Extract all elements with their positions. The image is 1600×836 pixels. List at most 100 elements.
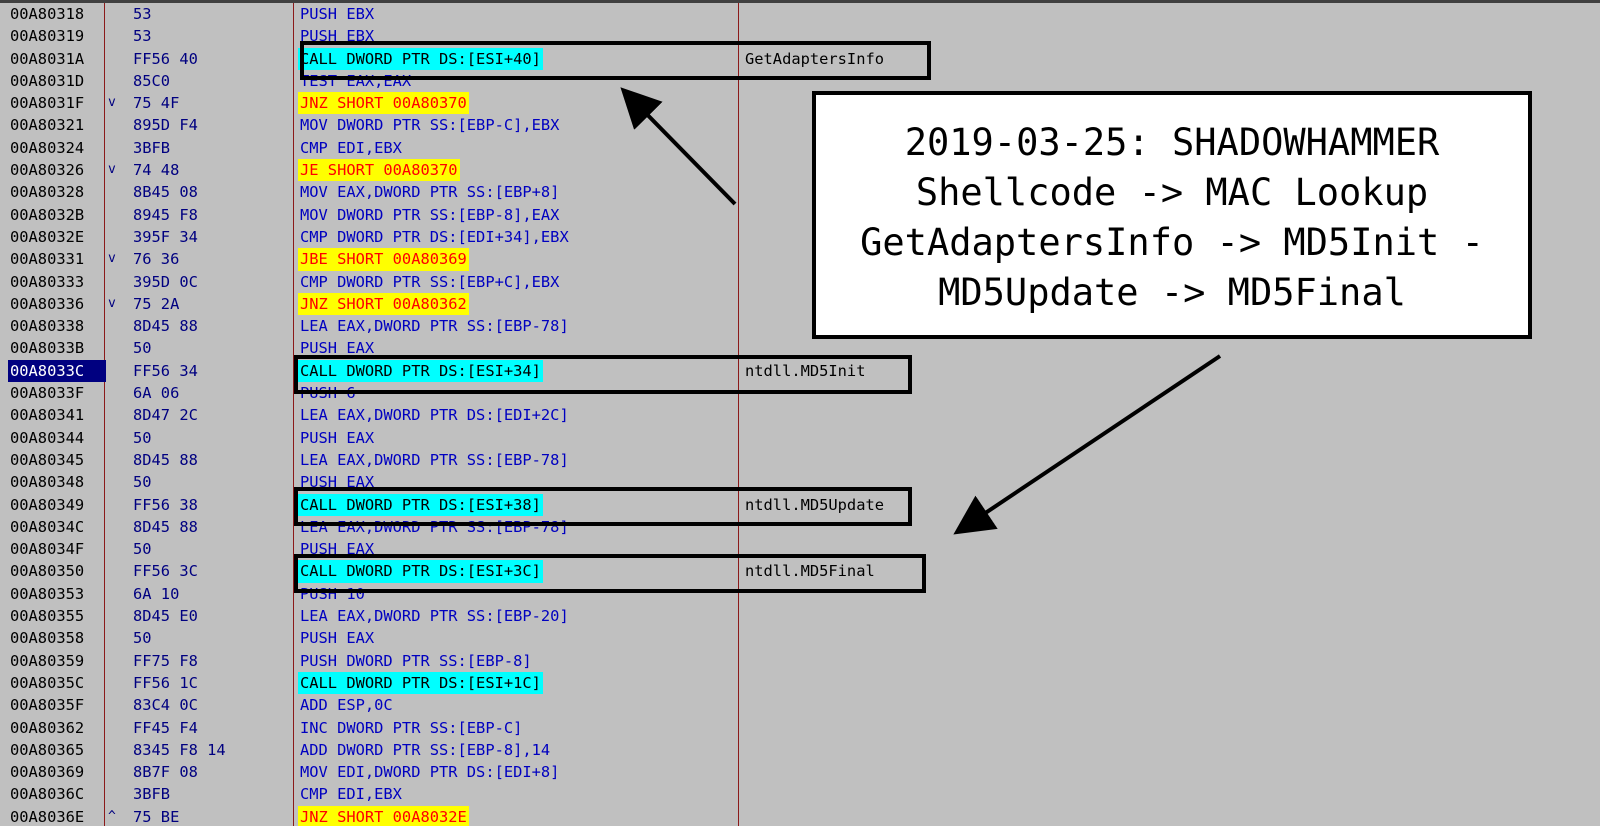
row-instruction: JE SHORT 00A80370	[298, 159, 460, 182]
row-address: 00A8036C	[10, 785, 85, 804]
row-hex-bytes: 85C0	[133, 71, 171, 90]
disasm-row[interactable]: 00A80353 6A 10 PUSH 10	[0, 583, 1600, 605]
row-hex-bytes: 8B7F 08	[133, 763, 198, 782]
disasm-row[interactable]: 00A8031D 85C0 TEST EAX,EAX	[0, 70, 1600, 92]
disasm-row[interactable]: 00A80359 FF75 F8 PUSH DWORD PTR SS:[EBP-8]	[0, 650, 1600, 672]
row-instruction: CMP DWORD PTR DS:[EDI+34],EBX	[300, 227, 569, 246]
row-instruction: PUSH 10	[300, 584, 365, 603]
row-instruction: CALL DWORD PTR DS:[ESI+3C]	[298, 560, 543, 583]
row-address: 00A80336	[10, 294, 85, 313]
row-hex-bytes: 395D 0C	[133, 272, 198, 291]
row-hex-bytes: FF56 40	[133, 49, 198, 68]
row-hex-bytes: FF75 F8	[133, 651, 198, 670]
row-address: 00A8034F	[10, 540, 85, 559]
row-address: 00A80355	[10, 607, 85, 626]
row-address: 00A80349	[10, 495, 85, 514]
row-comment: ntdll.MD5Init	[745, 361, 866, 380]
row-address: 00A80321	[10, 116, 85, 135]
row-hex-bytes: 8945 F8	[133, 205, 198, 224]
row-address: 00A80344	[10, 428, 85, 447]
annotation-line-1: 2019-03-25: SHADOWHAMMER	[904, 121, 1440, 164]
row-instruction: PUSH EAX	[300, 339, 375, 358]
row-hex-bytes: 76 36	[133, 250, 180, 269]
row-hex-bytes: 6A 10	[133, 584, 180, 603]
row-address: 00A80319	[10, 27, 85, 46]
row-address: 00A8031D	[10, 71, 85, 90]
row-instruction: PUSH DWORD PTR SS:[EBP-8]	[300, 651, 532, 670]
row-instruction: JBE SHORT 00A80369	[298, 248, 469, 271]
row-instruction: CALL DWORD PTR DS:[ESI+34]	[298, 359, 543, 383]
row-address: 00A80338	[10, 317, 85, 336]
row-address: 00A8034C	[10, 517, 85, 536]
row-instruction: PUSH EAX	[300, 473, 375, 492]
row-hex-bytes: 83C4 0C	[133, 696, 198, 715]
row-hex-bytes: 8D45 88	[133, 450, 198, 469]
row-address: 00A80350	[10, 562, 85, 581]
row-address: 00A80341	[10, 406, 85, 425]
row-hex-bytes: FF45 F4	[133, 718, 198, 737]
annotation-callout: 2019-03-25: SHADOWHAMMER Shellcode -> MA…	[812, 91, 1532, 339]
row-comment: GetAdaptersInfo	[745, 49, 884, 68]
row-instruction: MOV EAX,DWORD PTR SS:[EBP+8]	[300, 183, 560, 202]
row-hex-bytes: 50	[133, 428, 152, 447]
row-instruction: CALL DWORD PTR DS:[ESI+38]	[298, 493, 543, 516]
row-address: 00A80353	[10, 584, 85, 603]
row-instruction: CALL DWORD PTR DS:[ESI+1C]	[298, 671, 543, 695]
disasm-row[interactable]: 00A8036C 3BFB CMP EDI,EBX	[0, 783, 1600, 805]
row-hex-bytes: 8B45 08	[133, 183, 198, 202]
column-divider-disassembly	[738, 3, 739, 826]
row-hex-bytes: FF56 34	[133, 361, 198, 380]
row-address: 00A8033B	[10, 339, 85, 358]
row-address: 00A80328	[10, 183, 85, 202]
row-instruction: TEST EAX,EAX	[300, 71, 412, 90]
row-hex-bytes: 50	[133, 540, 152, 559]
row-instruction: LEA EAX,DWORD PTR SS:[EBP-78]	[300, 450, 569, 469]
disasm-row[interactable]: 00A80328 8B45 08 MOV EAX,DWORD PTR SS:[EBP…	[0, 181, 1600, 203]
row-address: 00A80359	[10, 651, 85, 670]
row-instruction: CALL DWORD PTR DS:[ESI+40]	[298, 47, 543, 70]
row-hex-bytes: 3BFB	[133, 138, 171, 157]
row-hex-bytes: 3BFB	[133, 785, 171, 804]
row-hex-bytes: 50	[133, 629, 152, 648]
row-instruction: CMP DWORD PTR SS:[EBP+C],EBX	[300, 272, 560, 291]
row-instruction: MOV EDI,DWORD PTR DS:[EDI+8]	[300, 763, 560, 782]
row-hex-bytes: 74 48	[133, 161, 180, 180]
row-hex-bytes: FF56 1C	[133, 673, 198, 692]
row-instruction: CMP EDI,EBX	[300, 785, 402, 804]
row-address: 00A80331	[10, 250, 85, 269]
